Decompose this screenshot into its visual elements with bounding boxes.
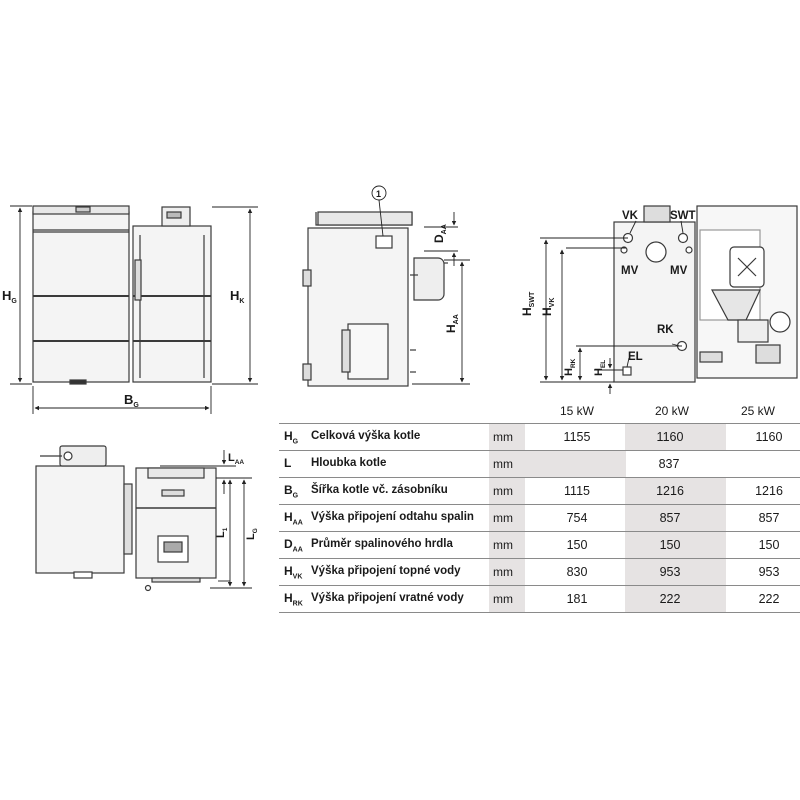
row-unit: mm <box>493 538 513 552</box>
rear-view-dimensions <box>540 220 684 394</box>
swt-label: SWT <box>670 210 696 222</box>
row-description: Šířka kotle vč. zásobníku <box>311 484 448 496</box>
table-row-hg: HG Celková výška kotle mm 1155 1160 1160 <box>279 423 800 450</box>
value-15kw: 150 <box>566 538 588 552</box>
table-row-hrk: HRK Výška připojení vratné vody mm 181 2… <box>279 585 800 613</box>
value-20kw: 150 <box>659 538 681 552</box>
column-header-15kw: 15 kW <box>559 404 594 418</box>
rear-view-drawing <box>613 205 798 383</box>
table-row-l: L Hloubka kotle mm 837 <box>279 450 800 477</box>
mv-right-label: MV <box>670 265 688 277</box>
value-25kw: 857 <box>758 511 780 525</box>
top-view-dimensions <box>160 450 252 589</box>
row-unit: mm <box>493 430 513 444</box>
value-20kw: 1216 <box>656 484 684 498</box>
row-unit: mm <box>493 457 513 471</box>
spec-table: 15 kW 20 kW 25 kW HG Celková výška kotle… <box>279 401 800 613</box>
row-symbol: HG <box>284 429 299 446</box>
row-unit: mm <box>493 592 513 606</box>
rk-label: RK <box>657 324 674 336</box>
table-row-daa: DAA Průměr spalinového hrdla mm 150 150 … <box>279 531 800 558</box>
row-unit: mm <box>493 565 513 579</box>
value-15kw: 181 <box>566 592 588 606</box>
column-header-20kw: 20 kW <box>654 404 689 418</box>
l1-label: L1 <box>215 527 229 538</box>
hvk-label: HVK <box>540 298 556 316</box>
vk-label: VK <box>622 210 639 222</box>
value-25kw: 953 <box>758 565 780 579</box>
hg-label: HG <box>2 288 17 305</box>
daa-label: DAA <box>432 224 448 243</box>
hrk-label: HRK <box>563 358 577 376</box>
row-symbol: HVK <box>284 564 303 581</box>
row-symbol: L <box>284 456 292 470</box>
column-header-25kw: 25 kW <box>740 404 775 418</box>
value-25kw: 1160 <box>755 430 783 444</box>
front-view-drawing <box>32 205 212 385</box>
row-unit: mm <box>493 484 513 498</box>
value-15kw: 1115 <box>564 484 590 498</box>
hswt-label: HSWT <box>520 291 536 316</box>
value-25kw: 150 <box>758 538 780 552</box>
table-row-hvk: HVK Výška připojení topné vody mm 830 95… <box>279 558 800 585</box>
row-description: Průměr spalinového hrdla <box>311 538 453 550</box>
value-15kw: 1155 <box>563 430 591 444</box>
row-symbol: HAA <box>284 510 303 527</box>
value-15kw: 830 <box>566 565 588 579</box>
table-row-haa: HAA Výška připojení odtahu spalin mm 754… <box>279 504 800 531</box>
row-symbol: DAA <box>284 537 303 554</box>
front-view-dimensions <box>10 205 258 414</box>
value-20kw: 1160 <box>656 430 684 444</box>
row-description: Hloubka kotle <box>311 457 387 469</box>
hel-label: HEL <box>593 360 607 376</box>
value-20kw: 857 <box>659 511 681 525</box>
callout-1-label: 1 <box>376 189 381 199</box>
row-unit: mm <box>493 511 513 525</box>
side-view-dimensions <box>371 185 470 385</box>
bg-label: BG <box>124 392 139 409</box>
row-description: Výška připojení topné vody <box>311 565 461 577</box>
value-20kw: 953 <box>659 565 681 579</box>
top-view-drawing <box>35 445 217 592</box>
value-all-models: 837 <box>658 457 680 471</box>
value-20kw: 222 <box>659 592 681 606</box>
row-description: Výška připojení odtahu spalin <box>311 511 474 523</box>
value-25kw: 1216 <box>755 484 783 498</box>
table-row-bg: BG Šířka kotle vč. zásobníku mm 1115 121… <box>279 477 800 504</box>
table-header-row: 15 kW 20 kW 25 kW <box>279 401 800 423</box>
haa-label: HAA <box>444 314 460 333</box>
lg-label: LG <box>245 528 259 540</box>
value-25kw: 222 <box>758 592 780 606</box>
side-view-drawing <box>302 211 448 387</box>
hk-label: HK <box>230 288 244 305</box>
row-description: Celková výška kotle <box>311 430 421 442</box>
mv-left-label: MV <box>621 265 639 277</box>
el-label: EL <box>628 351 643 363</box>
row-symbol: HRK <box>284 591 303 608</box>
value-15kw: 754 <box>566 511 588 525</box>
row-description: Výška připojení vratné vody <box>311 592 464 604</box>
row-symbol: BG <box>284 483 299 500</box>
laa-label: LAA <box>228 452 244 466</box>
